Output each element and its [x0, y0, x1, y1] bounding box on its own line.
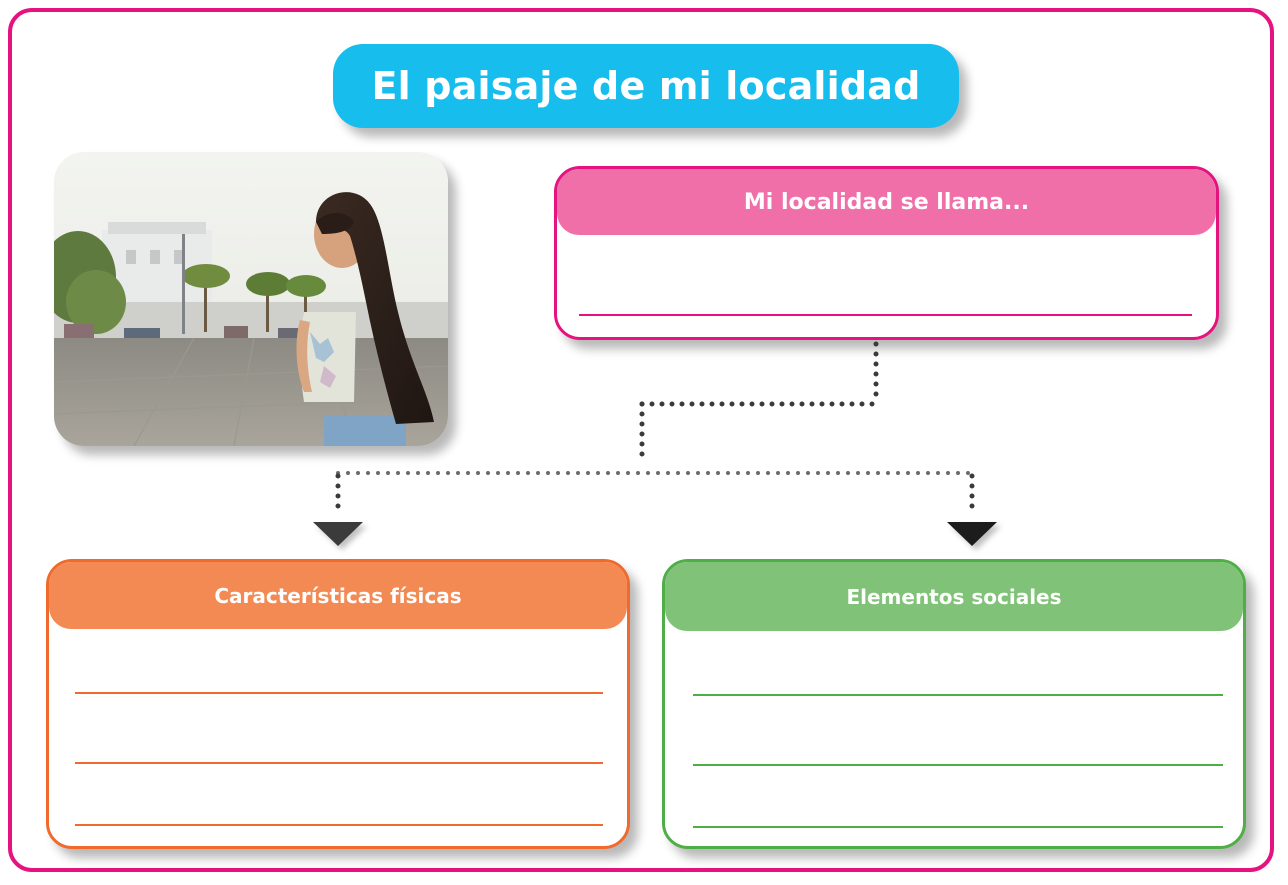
plaza-scene-illustration	[54, 152, 448, 446]
locality-card-title: Mi localidad se llama...	[743, 189, 1030, 215]
answer-line-3[interactable]	[693, 826, 1223, 828]
social-card-title: Elementos sociales	[846, 584, 1062, 609]
locality-card-header: Mi localidad se llama...	[557, 169, 1216, 235]
social-elements-card: Elementos sociales	[662, 559, 1246, 849]
answer-line-2[interactable]	[75, 762, 603, 764]
girl-in-town-plaza-photo	[54, 152, 448, 446]
locality-card: Mi localidad se llama...	[554, 166, 1219, 340]
title-banner: El paisaje de mi localidad	[333, 44, 959, 128]
physical-card-header: Características físicas	[49, 562, 627, 629]
answer-line-2[interactable]	[693, 764, 1223, 766]
answer-line-1[interactable]	[75, 692, 603, 694]
answer-line[interactable]	[579, 314, 1192, 316]
physical-card-title: Características físicas	[214, 583, 462, 608]
physical-characteristics-card: Características físicas	[46, 559, 630, 849]
answer-line-3[interactable]	[75, 824, 603, 826]
social-card-header: Elementos sociales	[665, 562, 1243, 631]
page-title: El paisaje de mi localidad	[371, 64, 921, 108]
answer-line-1[interactable]	[693, 694, 1223, 696]
